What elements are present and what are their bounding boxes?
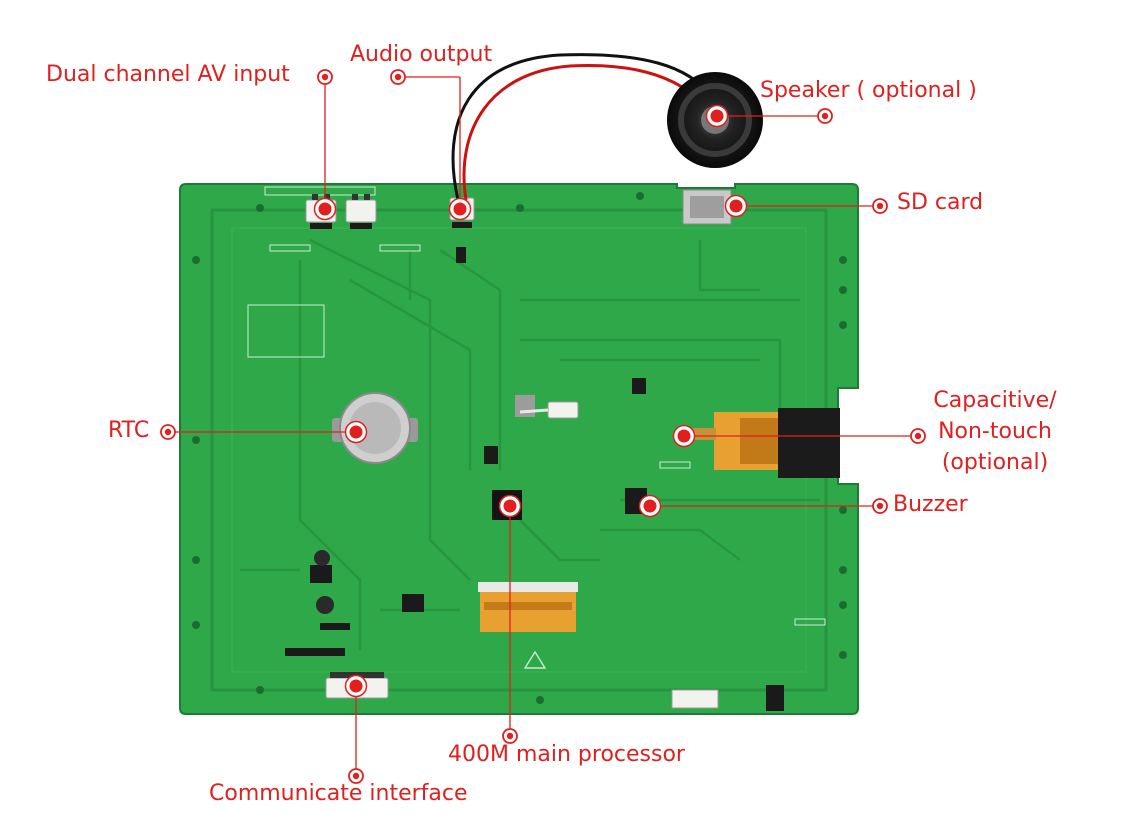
coin-cell-battery-icon: [332, 392, 418, 464]
callout-rtc: RTC: [108, 418, 150, 443]
callout-sd-card: SD card: [897, 190, 984, 215]
speaker-wires: [451, 53, 714, 201]
leader-lines: [168, 76, 918, 776]
pcb-board: [179, 183, 859, 715]
callout-capacitive: Capacitive/ Non-touch (optional): [926, 385, 1064, 478]
silkscreen: [247, 186, 826, 626]
callout-buzzer: Buzzer: [893, 492, 968, 517]
esd-warning-icon: [523, 650, 547, 669]
sd-card-slot: [682, 189, 732, 225]
callout-speaker: Speaker ( optional ): [760, 78, 977, 103]
callout-main-processor: 400M main processor: [448, 742, 685, 767]
callout-av-input: Dual channel AV input: [46, 62, 290, 87]
callout-capacitive-line1: Capacitive/: [933, 388, 1057, 413]
power-connector: [671, 685, 784, 711]
mounting-holes: [192, 192, 847, 704]
callout-capacitive-line2: Non-touch: [938, 419, 1052, 444]
internal-cable: [519, 401, 579, 419]
callout-capacitive-line3: (optional): [941, 450, 1049, 475]
touch-flex-cable: [690, 408, 840, 478]
callout-audio-output: Audio output: [350, 42, 493, 67]
display-ribbon-connector: [478, 582, 578, 632]
callout-communicate-interface: Communicate interface: [209, 781, 468, 806]
